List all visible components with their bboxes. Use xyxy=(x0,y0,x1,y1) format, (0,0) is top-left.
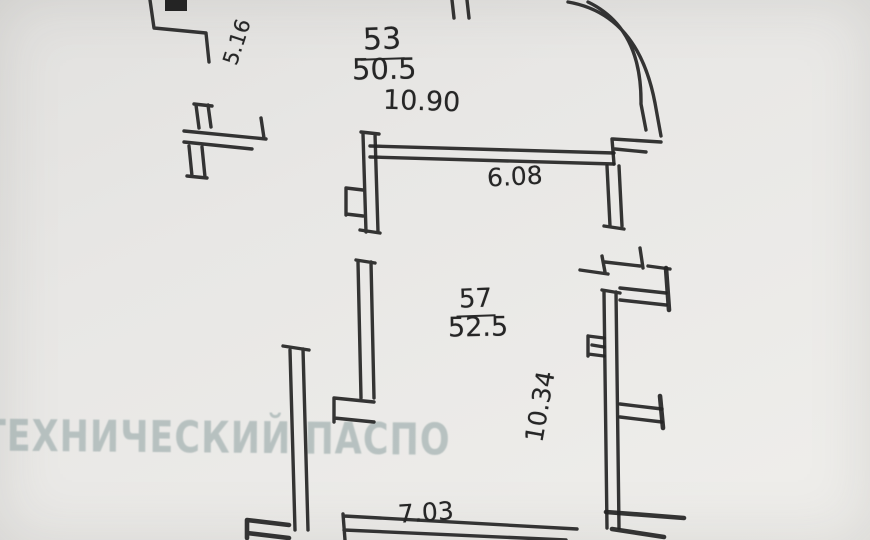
pilaster-middle-right xyxy=(618,402,664,424)
wall-bottom xyxy=(341,512,579,540)
wall-left-tee xyxy=(182,102,268,180)
wall-top-stubs xyxy=(450,0,471,20)
pilaster-upper-right-bar xyxy=(663,265,672,313)
wall-top-left-hook xyxy=(148,0,211,64)
room-53-area: 50.5 xyxy=(351,51,417,87)
dimension-top-width: 10.90 xyxy=(382,84,461,119)
wall-door-jambs xyxy=(578,246,645,276)
wall-corridor-right xyxy=(602,164,626,231)
dimension-bottom-width: 7.03 xyxy=(397,496,455,529)
wall-room-left xyxy=(332,258,377,424)
wall-bottom-right xyxy=(603,509,687,540)
wall-far-left xyxy=(281,344,311,532)
window-bracket xyxy=(586,334,606,358)
pilaster-middle-right-bar xyxy=(657,393,666,431)
pilaster-upper-right xyxy=(618,264,672,307)
wall-upper-left xyxy=(344,130,382,235)
wall-corridor-top xyxy=(368,144,616,166)
wall-fill-block xyxy=(165,0,187,11)
room-57-area: 52.5 xyxy=(447,311,509,344)
wall-room-right xyxy=(600,288,622,530)
wall-far-left-foot xyxy=(244,517,292,540)
wall-arc-top-right xyxy=(566,0,663,166)
dimension-corridor-width: 6.08 xyxy=(486,160,544,193)
